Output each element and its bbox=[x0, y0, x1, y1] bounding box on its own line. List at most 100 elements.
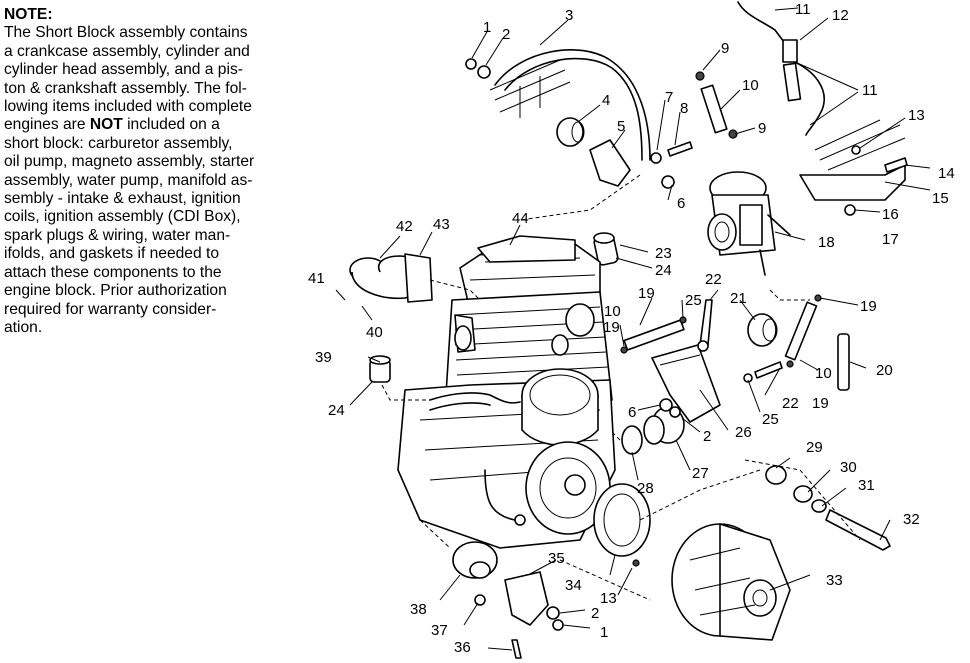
callout-41: 41 bbox=[308, 270, 325, 287]
callout-2a: 2 bbox=[502, 26, 510, 43]
part-19-clamp-a bbox=[620, 346, 628, 354]
callout-42: 42 bbox=[396, 218, 413, 235]
callout-24b: 24 bbox=[328, 402, 345, 419]
callout-26: 26 bbox=[735, 424, 752, 441]
part-10-tube-upper bbox=[700, 84, 728, 134]
part-21-mount bbox=[747, 313, 778, 347]
starter-motor bbox=[521, 368, 599, 446]
note-line: ton & crankshaft assembly. The fol- bbox=[4, 79, 247, 97]
note-line-bold: engines are NOT included on a bbox=[4, 116, 322, 134]
callout-17: 17 bbox=[882, 231, 899, 248]
callout-1b: 1 bbox=[600, 624, 608, 641]
callout-37: 37 bbox=[431, 622, 448, 639]
part-9-clamp-top bbox=[695, 71, 705, 81]
callout-16: 16 bbox=[882, 206, 899, 223]
part-5-bracket bbox=[589, 139, 631, 187]
note-line: ifolds, and gaskets if needed to bbox=[4, 245, 219, 263]
callout-9a: 9 bbox=[721, 40, 729, 57]
note-line: The Short Block assembly contains bbox=[4, 24, 248, 42]
part-12-connector bbox=[782, 39, 798, 63]
callout-18: 18 bbox=[818, 234, 835, 251]
part-29-spacer bbox=[765, 465, 787, 485]
callout-6a: 6 bbox=[677, 195, 685, 212]
part-22-bolt-lower bbox=[754, 361, 783, 379]
note-line: engine block. Prior authorization bbox=[4, 282, 227, 300]
part-33-clutch bbox=[671, 523, 791, 641]
callout-25b: 25 bbox=[762, 411, 779, 428]
callout-22b: 22 bbox=[782, 395, 799, 412]
note-line: short block: carburetor assembly, bbox=[4, 134, 233, 152]
part-16-washer bbox=[844, 204, 856, 216]
part-11-cable bbox=[737, 1, 825, 136]
note-line: cylinder head assembly, and a pis- bbox=[4, 61, 243, 79]
part-7-washer bbox=[650, 152, 662, 164]
part-3-hose bbox=[494, 49, 651, 161]
callout-35: 35 bbox=[548, 550, 565, 567]
callout-28: 28 bbox=[637, 480, 654, 497]
callout-5: 5 bbox=[617, 118, 625, 135]
callout-3: 3 bbox=[565, 7, 573, 24]
callout-27: 27 bbox=[692, 465, 709, 482]
part-8-bolt bbox=[667, 141, 693, 157]
part-18-carburetor bbox=[707, 171, 791, 276]
note-line: a crankcase assembly, cylinder and bbox=[4, 42, 250, 60]
part-4-mount bbox=[556, 117, 585, 147]
callout-24a: 24 bbox=[655, 262, 672, 279]
note-line-end: included on a bbox=[122, 116, 220, 134]
callout-2c: 2 bbox=[591, 605, 599, 622]
note-line: lowing items included with complete bbox=[4, 98, 252, 116]
part-25-washer-upper bbox=[697, 340, 709, 352]
callout-36: 36 bbox=[454, 639, 471, 656]
part-2-washer-upper bbox=[477, 65, 491, 79]
callout-13a: 13 bbox=[908, 107, 925, 124]
callout-29: 29 bbox=[806, 439, 823, 456]
callout-20: 20 bbox=[876, 362, 893, 379]
note-line: oil pump, magneto assembly, starter bbox=[4, 153, 255, 171]
part-1-nut-lower bbox=[552, 619, 564, 631]
part-15-bracket bbox=[799, 164, 906, 201]
callout-15: 15 bbox=[932, 190, 949, 207]
callout-32: 32 bbox=[903, 511, 920, 528]
callout-33: 33 bbox=[826, 572, 843, 589]
note-line: required for warranty consider- bbox=[4, 300, 217, 318]
callout-19d: 19 bbox=[812, 395, 829, 412]
part-28-seal bbox=[621, 425, 643, 455]
callout-10a: 10 bbox=[742, 77, 759, 94]
callout-1a: 1 bbox=[483, 19, 491, 36]
callout-2b: 2 bbox=[703, 428, 711, 445]
part-35-bracket bbox=[504, 571, 549, 626]
part-36-bolt bbox=[511, 639, 522, 659]
callout-30: 30 bbox=[840, 459, 857, 476]
callout-8: 8 bbox=[680, 100, 688, 117]
part-39-fitting bbox=[369, 355, 391, 383]
callout-38: 38 bbox=[410, 601, 427, 618]
part-13-screw-upper bbox=[851, 145, 861, 155]
part-13-screw-lower bbox=[632, 559, 640, 567]
callout-7: 7 bbox=[665, 89, 673, 106]
assembly-dashed-lines bbox=[381, 174, 861, 601]
callout-19a: 19 bbox=[638, 285, 655, 302]
callout-9b: 9 bbox=[758, 120, 766, 137]
note-line: sembly - intake & exhaust, ignition bbox=[4, 190, 241, 208]
callout-12: 12 bbox=[832, 7, 849, 24]
part-2-washer-middle bbox=[669, 406, 681, 418]
callout-11a: 11 bbox=[795, 1, 811, 18]
note-line: attach these components to the bbox=[4, 263, 222, 281]
part-2-washer-lower bbox=[546, 606, 560, 620]
callout-13b: 13 bbox=[600, 590, 617, 607]
part-19-clamp-d bbox=[786, 360, 794, 368]
callout-25a: 25 bbox=[685, 292, 702, 309]
callout-39: 39 bbox=[315, 349, 332, 366]
part-34-gasket bbox=[593, 483, 651, 557]
callout-44: 44 bbox=[512, 210, 529, 227]
callout-4: 4 bbox=[602, 92, 610, 109]
engine-block bbox=[397, 235, 616, 549]
part-10-tube-right bbox=[784, 301, 818, 361]
part-22-bolt-upper bbox=[699, 299, 713, 346]
part-9-clamp-bottom bbox=[728, 129, 738, 139]
callout-43: 43 bbox=[433, 216, 450, 233]
note-line: ation. bbox=[4, 318, 43, 336]
callout-40: 40 bbox=[366, 324, 383, 341]
part-25-washer-lower bbox=[743, 373, 753, 383]
